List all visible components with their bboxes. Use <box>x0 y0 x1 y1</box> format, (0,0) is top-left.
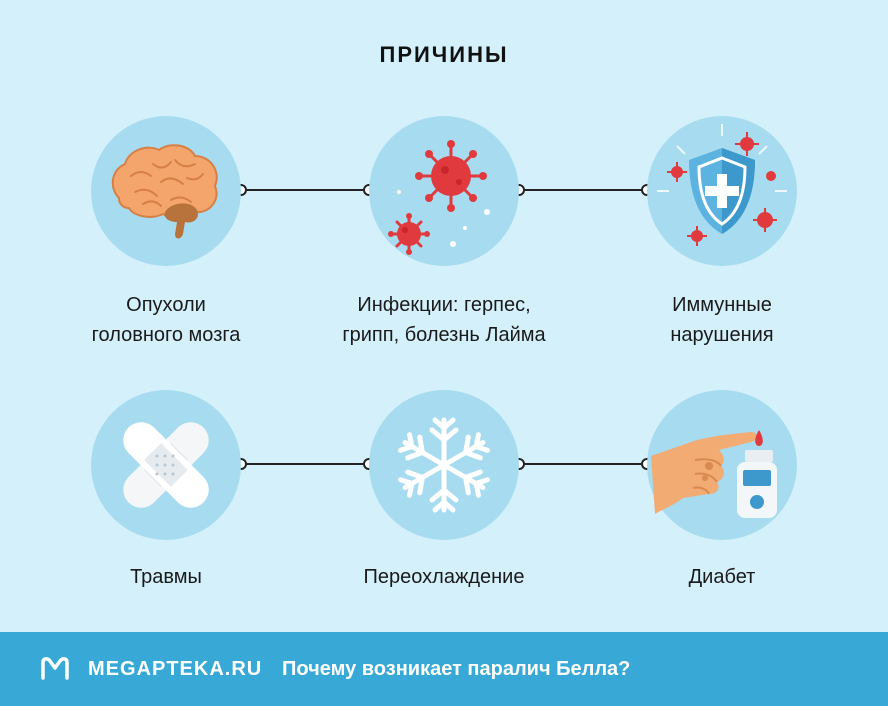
glucometer-icon <box>651 430 777 518</box>
connector-5-6 <box>519 463 647 465</box>
label-line: грипп, болезнь Лайма <box>342 324 546 346</box>
label-line: Переохлаждение <box>363 566 525 588</box>
cause-label-tumors: Опухоли головного мозга <box>26 290 306 350</box>
label-line: Инфекции: герпес, <box>357 294 531 316</box>
footer-tagline: Почему возникает паралич Белла? <box>282 658 631 680</box>
page-title: ПРИЧИНЫ <box>379 42 509 67</box>
megapteka-logo-icon[interactable] <box>40 656 70 682</box>
cause-circle-tumors <box>91 116 241 266</box>
virus-icon <box>388 140 490 255</box>
label-line: нарушения <box>670 324 774 346</box>
cause-circle-immune <box>647 116 797 266</box>
brain-icon <box>111 144 218 239</box>
cause-circle-injuries <box>91 390 241 540</box>
cause-label-immune: Иммунные нарушения <box>582 290 862 350</box>
immune-shield-icon <box>657 124 787 246</box>
cause-circle-hypothermia <box>369 390 519 540</box>
connector-1-2 <box>241 189 369 191</box>
label-line: Иммунные <box>672 294 772 316</box>
footer-bar: MEGAPTEKA.RU Почему возникает паралич Бе… <box>0 632 888 706</box>
label-line: Травмы <box>130 566 202 588</box>
cause-label-diabetes: Диабет <box>582 562 862 592</box>
label-line: головного мозга <box>91 324 241 346</box>
brand-name[interactable]: MEGAPTEKA.RU <box>88 658 263 680</box>
cause-label-injuries: Травмы <box>26 562 306 592</box>
label-line: Опухоли <box>126 294 206 316</box>
cause-circle-diabetes <box>647 390 797 540</box>
connector-2-3 <box>519 189 647 191</box>
bandage-icon <box>123 422 209 508</box>
connector-4-5 <box>241 463 369 465</box>
label-line: Диабет <box>688 566 756 588</box>
cause-circle-infections <box>369 116 519 266</box>
snowflake-icon <box>398 417 490 513</box>
cause-label-infections: Инфекции: герпес, грипп, болезнь Лайма <box>304 290 584 350</box>
cause-label-hypothermia: Переохлаждение <box>304 562 584 592</box>
